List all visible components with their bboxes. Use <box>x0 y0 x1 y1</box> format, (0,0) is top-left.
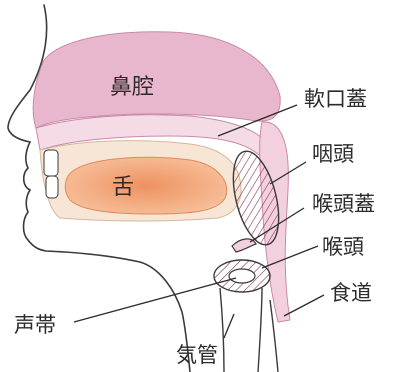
epiglottis-label: 喉頭蓋 <box>312 192 375 216</box>
leader-esophagus <box>284 295 324 316</box>
vocal-cords-label: 声帯 <box>14 313 56 337</box>
tongue-label: 舌 <box>112 175 134 200</box>
nasal-cavity-region <box>33 32 280 128</box>
upper-teeth <box>44 150 58 176</box>
leader-trachea <box>224 314 234 338</box>
trachea-wall <box>220 288 224 372</box>
trachea-wall-inner <box>258 288 262 372</box>
leader-vocal-cords <box>74 278 236 322</box>
vocal-cord-ring <box>229 269 255 283</box>
tongue-region <box>65 157 226 214</box>
larynx-label: 喉頭 <box>322 235 364 259</box>
soft-palate-label: 軟口蓋 <box>304 87 367 111</box>
nasal-cavity-label: 鼻腔 <box>110 75 154 100</box>
esophagus-label: 食道 <box>330 281 372 305</box>
pharynx-label: 咽頭 <box>312 142 354 166</box>
lower-teeth <box>46 176 58 198</box>
trachea-label: 気管 <box>176 343 218 367</box>
